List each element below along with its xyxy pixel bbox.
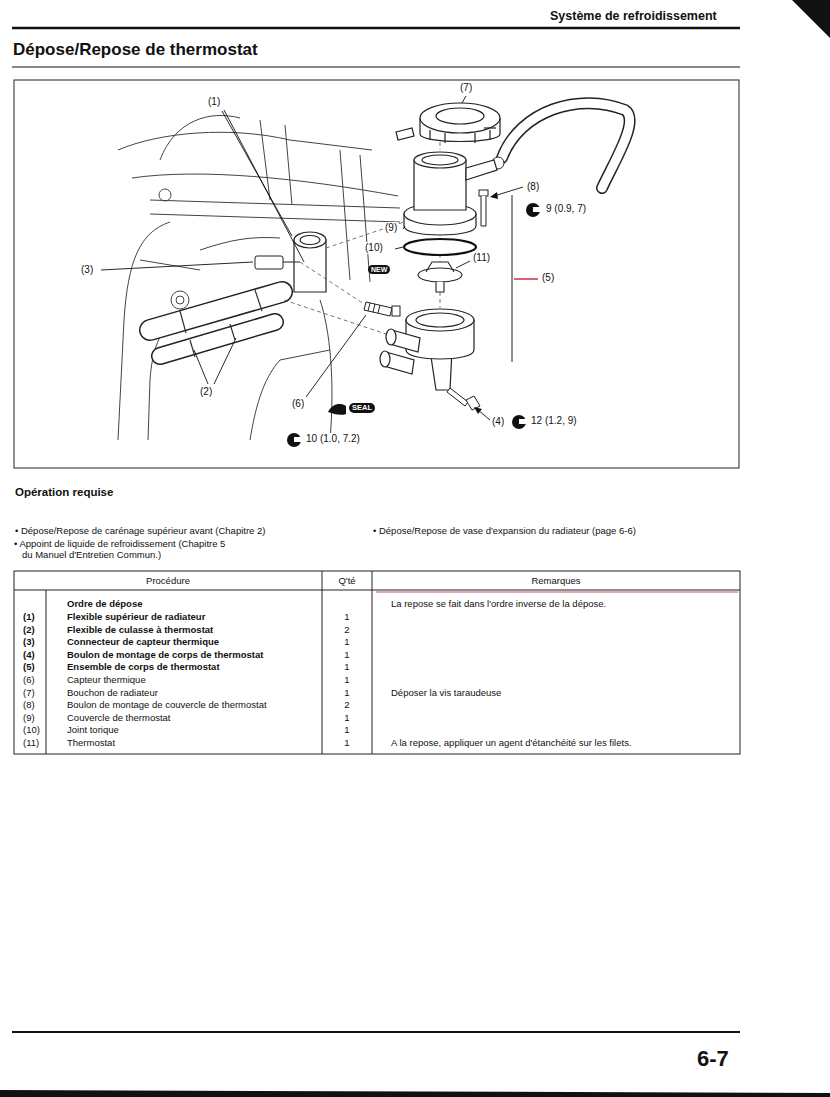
header-rule — [12, 27, 740, 30]
table-cell: 1 — [343, 712, 350, 723]
callout-number: (1) — [207, 96, 221, 108]
table-cell: Connecteur de capteur thermique — [66, 636, 220, 647]
table-cell: Couvercle de thermostat — [66, 712, 172, 723]
callout-number: (3) — [80, 264, 94, 276]
procedure-table — [14, 571, 740, 754]
torque-value: 12 (1.2, 9) — [530, 415, 578, 427]
assembly-bracket — [512, 195, 513, 362]
section-header: Système de refroidissement — [549, 9, 718, 24]
table-cell: Joint torique — [66, 724, 120, 735]
table-cell: Ordre de dépose — [66, 598, 144, 609]
table-cell: (11) — [22, 737, 40, 748]
table-cell: La repose se fait dans l'ordre inverse d… — [390, 598, 607, 609]
callout-number: (11) — [472, 252, 491, 264]
table-cell: A la repose, appliquer un agent d'étanch… — [390, 737, 633, 748]
new-part-icon: NEW — [368, 265, 390, 274]
table-cell: 1 — [343, 737, 350, 748]
section-heading: Opération requise — [14, 486, 114, 500]
callout-number: (4) — [491, 416, 505, 428]
table-cell: (1) — [22, 611, 36, 622]
table-cell: Boulon de montage de corps de thermostat — [66, 649, 264, 660]
footer-rule — [12, 1031, 740, 1033]
thermostat-cover — [404, 152, 497, 235]
table-cell: (9) — [22, 712, 36, 723]
cover-bolt — [479, 190, 488, 226]
o-ring — [404, 239, 476, 255]
scan-corner — [792, 0, 830, 38]
callout-number: (8) — [526, 181, 540, 193]
overflow-hose — [492, 103, 630, 188]
table-cell: 1 — [343, 674, 350, 685]
thermostat — [418, 262, 462, 292]
table-cell: Bouchon de radiateur — [66, 687, 159, 698]
table-cell: (7) — [22, 687, 36, 698]
scan-edge — [0, 1090, 830, 1097]
table-cell: Ensemble de corps de thermostat — [66, 661, 221, 672]
sensor-connector — [255, 256, 300, 269]
table-cell: (2) — [22, 624, 36, 635]
table-cell: 2 — [343, 624, 350, 635]
thermo-sensor — [364, 302, 400, 316]
table-cell: 1 — [343, 687, 350, 698]
requirement-item: • Dépose/Repose de vase d'expansion du r… — [372, 525, 637, 536]
torque-value: 9 (0.9, 7) — [545, 203, 587, 215]
housing-bolt — [447, 388, 480, 410]
table-cell: Capteur thermique — [66, 674, 147, 685]
table-cell: 1 — [343, 636, 350, 647]
table-cell: (4) — [22, 649, 36, 660]
table-header: Procédure — [145, 575, 191, 586]
table-cell: 1 — [343, 649, 350, 660]
sealant-icon — [328, 404, 346, 415]
bracket-tick — [514, 278, 538, 279]
page-title: Dépose/Repose de thermostat — [12, 40, 259, 60]
leader-lines — [101, 96, 470, 397]
page-number: 6-7 — [696, 1046, 730, 1072]
callout-number: (7) — [459, 82, 473, 94]
table-cell: Thermostat — [66, 737, 116, 748]
cylinder-head-hoses — [150, 290, 282, 357]
radiator-cap — [396, 103, 500, 143]
torque-icon — [287, 203, 540, 447]
table-cell: (6) — [22, 674, 36, 685]
table-header: Remarques — [530, 575, 581, 586]
table-cell: (5) — [22, 661, 36, 672]
table-cell: 1 — [343, 661, 350, 672]
table-accent — [376, 592, 738, 593]
table-cell: (3) — [22, 636, 36, 647]
title-rule — [12, 67, 740, 68]
engine-sketch — [118, 115, 400, 440]
table-cell: 1 — [343, 724, 350, 735]
table-cell: Boulon de montage de couvercle de thermo… — [66, 699, 268, 710]
table-cell: Flexible supérieur de radiateur — [66, 611, 206, 622]
callout-number: (6) — [291, 398, 305, 410]
table-cell: 2 — [343, 699, 350, 710]
table-cell: (10) — [22, 724, 41, 735]
leader-arrows — [474, 187, 523, 420]
sealant-badge: SEAL — [349, 403, 375, 413]
table-header: Q'té — [337, 575, 356, 586]
table-cell: Déposer la vis taraudeuse — [390, 687, 502, 698]
callout-number: (9) — [384, 222, 398, 234]
callout-number: (2) — [199, 386, 213, 398]
callout-number: (5) — [541, 272, 555, 284]
table-cell: (8) — [22, 699, 36, 710]
table-cell: Flexible de culasse à thermostat — [66, 624, 214, 635]
thermostat-housing — [380, 309, 474, 390]
table-cell: 1 — [343, 611, 350, 622]
torque-value: 10 (1.0, 7.2) — [305, 433, 361, 445]
figure-frame — [14, 80, 739, 468]
requirement-item: • Appoint de liquide de refroidissement … — [14, 538, 238, 561]
requirement-item: • Dépose/Repose de carénage supérieur av… — [14, 525, 266, 536]
callout-number: (10) — [364, 242, 384, 254]
